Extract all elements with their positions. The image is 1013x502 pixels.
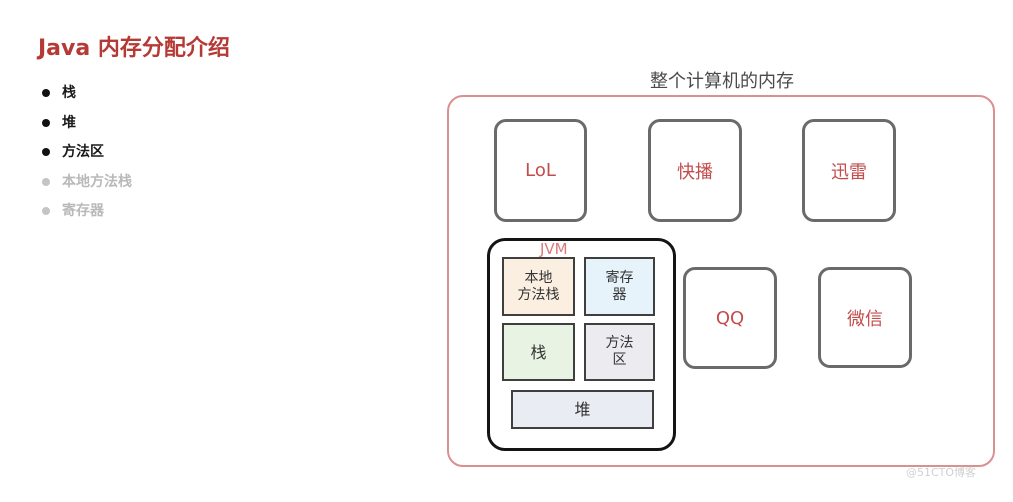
computer-memory-frame [447,95,995,467]
memory-areas-list: 栈 堆 方法区 本地方法栈 寄存器 [42,82,132,230]
list-item-label: 寄存器 [62,203,104,219]
method-area-cell: 方法 区 [584,323,655,381]
list-item: 寄存器 [42,200,132,230]
bullet-icon [42,89,50,97]
app-box-kuaibo: 快播 [648,119,742,222]
bullet-icon [42,177,50,186]
app-box-wechat: 微信 [818,267,912,368]
app-label: 快播 [677,161,713,183]
list-item-label: 方法区 [62,144,104,160]
jvm-label: JVM [540,240,568,258]
stack-cell: 栈 [502,323,575,381]
app-box-qq: QQ [683,267,777,369]
watermark: @51CTO博客 [906,466,977,479]
list-item: 方法区 [42,141,132,171]
native-method-stack-cell: 本地 方法栈 [502,257,575,316]
app-label: 微信 [847,308,883,330]
list-item: 本地方法栈 [42,171,132,201]
list-item-label: 堆 [62,114,76,131]
memory-caption: 整个计算机的内存 [650,71,794,92]
app-box-lol: LoL [494,119,587,222]
app-label: 迅雷 [831,161,867,183]
app-label: LoL [525,160,556,181]
bullet-icon [42,118,50,127]
page-title: Java 内存分配介绍 [38,36,230,61]
list-item-label: 本地方法栈 [62,173,132,190]
registers-cell: 寄存 器 [584,257,655,316]
app-label: QQ [715,307,745,329]
heap-cell: 堆 [511,390,654,429]
list-item-label: 栈 [62,85,76,101]
bullet-icon [42,148,50,156]
bullet-icon [42,207,50,215]
app-box-xunlei: 迅雷 [802,119,896,222]
list-item: 堆 [42,112,132,142]
list-item: 栈 [42,82,132,112]
